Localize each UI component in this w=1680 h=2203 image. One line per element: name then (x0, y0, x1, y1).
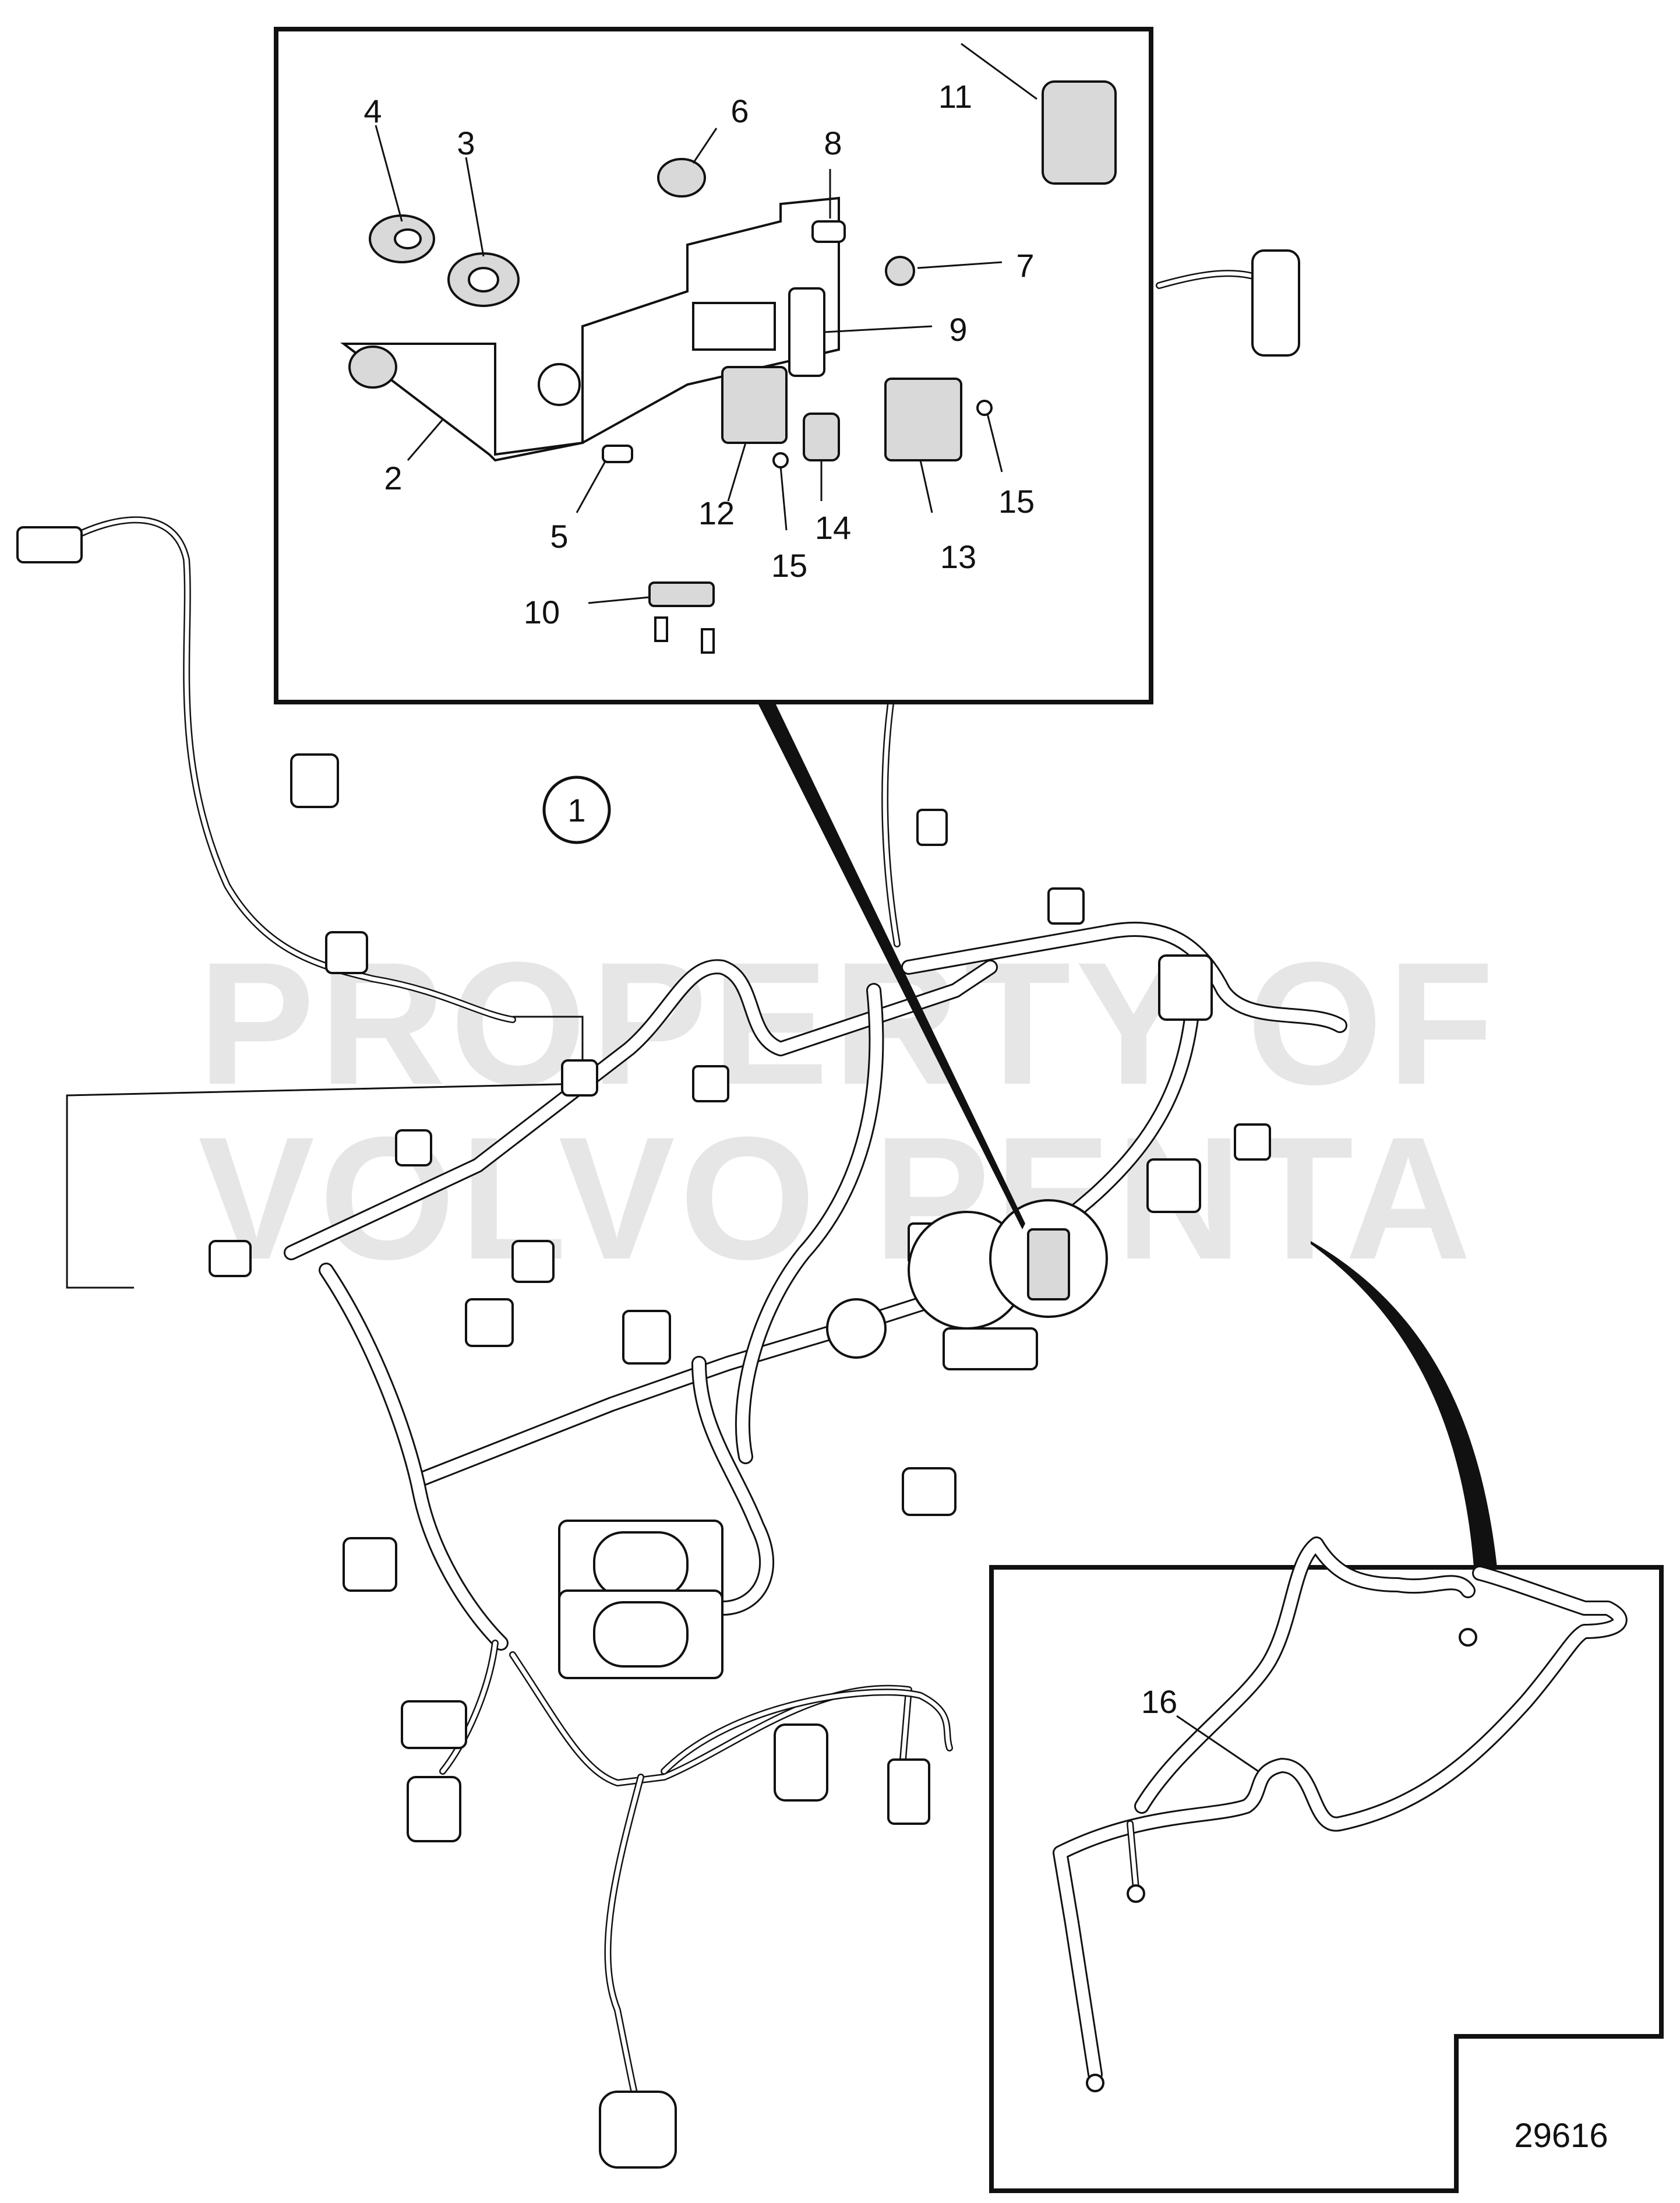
connector-g (622, 1310, 671, 1365)
connector-l (1146, 1158, 1201, 1213)
callout-1: 1 (567, 792, 585, 829)
connector-q (343, 1537, 397, 1592)
connector-13 (884, 378, 962, 461)
callout-12: 12 (698, 495, 735, 531)
angle-connector-top-right (1251, 249, 1300, 357)
callout-13: 13 (940, 538, 976, 575)
round-connector (826, 1298, 887, 1359)
cover-10 (648, 581, 715, 607)
callout-14: 14 (815, 509, 851, 546)
callout-9: 9 (949, 311, 967, 348)
callout-5: 5 (550, 518, 568, 555)
callout-4: 4 (363, 93, 382, 129)
connector-a (325, 931, 368, 974)
screw-5 (602, 445, 633, 463)
screw-15b (976, 400, 993, 416)
connector-k (1234, 1123, 1271, 1161)
screw-10a (654, 616, 668, 642)
module-11 (1042, 80, 1117, 185)
cable-ring-terminal-a (1127, 1884, 1145, 1903)
fuse-holders (558, 1520, 723, 1679)
connector-p (902, 1467, 957, 1516)
callout-8: 8 (824, 125, 842, 161)
callout-7: 7 (1016, 247, 1034, 284)
sensor-bottom (599, 2091, 677, 2169)
cable-ring-terminal-b (1086, 2074, 1104, 2092)
callout-2: 2 (384, 460, 402, 496)
callout-1-circle (542, 776, 611, 844)
screw-10b (701, 628, 715, 654)
connector-i (1047, 887, 1085, 925)
sensor-elbow (774, 1723, 828, 1802)
bracket-detail-box: 4 3 2 5 6 8 7 11 9 12 13 14 15 15 10 (274, 27, 1153, 704)
connector-f (511, 1240, 555, 1283)
bracket-window (692, 302, 776, 351)
grommet-6 (657, 158, 706, 198)
connector-e (465, 1298, 514, 1347)
callout-15b: 15 (998, 483, 1035, 520)
main-wiring-harness: 1 (16, 249, 1347, 2169)
callout-6: 6 (730, 93, 749, 129)
connector-b (561, 1059, 598, 1097)
detail-connector (1027, 1228, 1070, 1300)
grommet-2 (348, 346, 397, 389)
callout-10: 10 (524, 594, 560, 630)
callout-11: 11 (938, 78, 972, 115)
detail-pointer-arc (1311, 1241, 1497, 1567)
connector-s (407, 1776, 461, 1842)
connector-r (401, 1700, 467, 1749)
detail-pointer (757, 702, 1025, 1229)
callout-15a: 15 (771, 547, 807, 584)
callout-16: 16 (1141, 1683, 1177, 1720)
connector-j (1158, 954, 1213, 1021)
connector-12 (721, 366, 788, 444)
cable-detail-frame (989, 1565, 1664, 2193)
callout-3: 3 (457, 125, 475, 161)
washer-7 (885, 256, 915, 286)
cap-14 (803, 413, 840, 461)
screw-8 (811, 220, 846, 243)
connector-d (209, 1240, 252, 1277)
document-number: 29616 (1514, 2117, 1608, 2155)
cable-detail-box: 16 (989, 1536, 1664, 2193)
connector-top-left (290, 753, 339, 808)
connector-m (692, 1065, 729, 1102)
sensor-pressure (887, 1758, 930, 1825)
connector-o (943, 1327, 1038, 1370)
plug-connector-left (16, 526, 83, 563)
clip-9 (788, 287, 825, 377)
cable-ring-terminal-c (1459, 1628, 1477, 1647)
screw-15a (772, 452, 789, 468)
connector-c (395, 1129, 432, 1166)
connector-h (916, 809, 948, 846)
bracket (340, 196, 840, 462)
